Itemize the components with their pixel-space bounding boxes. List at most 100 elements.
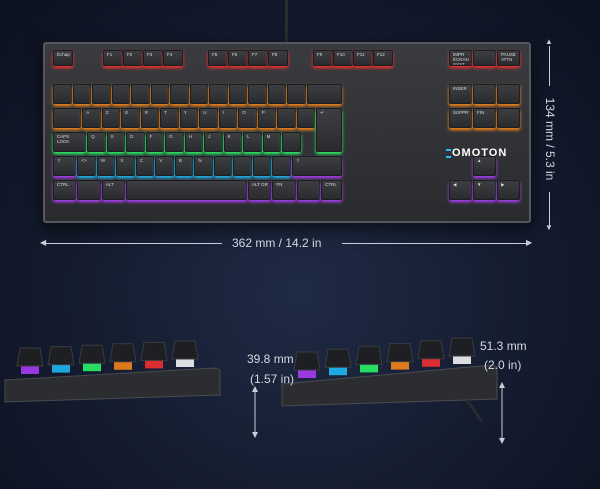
keyboard-key: V bbox=[155, 156, 174, 176]
keyboard-key: Y bbox=[179, 108, 199, 128]
key-fn: FN bbox=[272, 180, 296, 200]
key-arrow-left: ◀ bbox=[449, 180, 472, 200]
keyboard-key bbox=[282, 132, 301, 152]
key-menu bbox=[296, 180, 321, 200]
keyboard-key: N bbox=[194, 156, 213, 176]
arrow-up-icon: ▲ bbox=[545, 37, 553, 46]
key-enter: ↵ bbox=[316, 108, 342, 152]
switch-glow bbox=[176, 359, 194, 367]
keyboard-key: J bbox=[204, 132, 223, 152]
key-delete: SUPPR bbox=[449, 108, 472, 128]
keyboard-key bbox=[53, 84, 72, 104]
keyboard-key: P bbox=[257, 108, 277, 128]
key-esc: Échap bbox=[53, 50, 73, 66]
keyboard-key: L bbox=[243, 132, 262, 152]
key-arrow-right: ▶ bbox=[497, 180, 520, 200]
keyboard-key bbox=[170, 84, 189, 104]
keyboard-key: R bbox=[140, 108, 160, 128]
height-flat-mm: 39.8 mm bbox=[247, 352, 294, 366]
depth-dimension-line bbox=[549, 192, 550, 228]
keyboard-key: Z bbox=[101, 108, 121, 128]
key-insert: INSER bbox=[449, 84, 472, 104]
keyboard-key bbox=[92, 84, 111, 104]
key-end: FIN bbox=[473, 108, 496, 128]
keycap bbox=[16, 347, 44, 367]
keyboard-key bbox=[131, 84, 150, 104]
keyboard-key bbox=[228, 84, 247, 104]
key-print-screen: IMPR ÉCRAN SYST bbox=[449, 50, 472, 66]
keyboard-key: O bbox=[238, 108, 257, 128]
arrow-right-icon: ▶ bbox=[526, 238, 533, 247]
side-views bbox=[4, 337, 505, 444]
omoton-logo-mark bbox=[446, 149, 451, 158]
keyboard-key bbox=[111, 84, 130, 104]
width-dimension-line bbox=[342, 243, 528, 244]
keycap bbox=[355, 345, 383, 365]
keyboard-key: Q bbox=[87, 132, 106, 152]
switch-glow bbox=[298, 370, 316, 378]
keyboard-key: F bbox=[145, 132, 165, 152]
switch-glow bbox=[422, 358, 440, 367]
key-f6: F6 bbox=[228, 50, 248, 66]
key-ctrl-left: CTRL bbox=[53, 180, 77, 200]
keyboard-key: W bbox=[96, 156, 116, 176]
keyboard-key bbox=[189, 84, 208, 104]
key-f8: F8 bbox=[268, 50, 288, 66]
key-arrow-up: ▲ bbox=[473, 156, 496, 176]
keycap bbox=[386, 343, 414, 363]
key-alt: ALT bbox=[101, 180, 126, 200]
switch-glow bbox=[453, 356, 471, 364]
keycap bbox=[293, 351, 321, 371]
key-f10: F10 bbox=[333, 50, 353, 66]
key-scroll-lock bbox=[473, 50, 496, 66]
keyboard-key: X bbox=[116, 156, 135, 176]
keycap bbox=[171, 340, 199, 360]
switch-glow bbox=[360, 364, 378, 373]
key-shift-right: ⇧ bbox=[291, 156, 342, 176]
key-page-down bbox=[497, 108, 520, 128]
key-f9: F9 bbox=[313, 50, 333, 66]
keyboard-key: B bbox=[174, 156, 194, 176]
keyboard-key bbox=[72, 84, 91, 104]
depth-label: 134 mm / 5.3 in bbox=[543, 97, 557, 181]
arrow-left-icon: ◀ bbox=[40, 238, 47, 247]
keyboard-key bbox=[277, 108, 296, 128]
keyboard-key: U bbox=[199, 108, 218, 128]
key-tab bbox=[53, 108, 82, 128]
key-f4: F4 bbox=[163, 50, 183, 66]
switch-glow bbox=[21, 366, 39, 374]
keyboard-key bbox=[233, 156, 252, 176]
arrow-down-icon: ▼ bbox=[545, 223, 553, 232]
key-arrow-down: ▼ bbox=[473, 180, 496, 200]
keyboard-key bbox=[150, 84, 169, 104]
keyboard-case bbox=[4, 367, 221, 403]
keycap bbox=[109, 343, 137, 363]
key-pause: PAUSE ATTN bbox=[497, 50, 520, 66]
keyboard-key bbox=[267, 84, 286, 104]
keyboard-key: S bbox=[106, 132, 126, 152]
keyboard-key bbox=[272, 156, 291, 176]
keyboard-key: D bbox=[126, 132, 145, 152]
keyboard-cable bbox=[285, 0, 288, 44]
keyboard-stand-leg bbox=[465, 399, 484, 423]
keycap bbox=[47, 346, 75, 366]
keyboard-key bbox=[287, 84, 306, 104]
keyboard-key bbox=[209, 84, 228, 104]
width-dimension-line bbox=[44, 243, 222, 244]
keyboard-key bbox=[252, 156, 272, 176]
key-ctrl-right: CTRL bbox=[321, 180, 342, 200]
keyboard-side-view-raised bbox=[281, 337, 498, 423]
key-backspace bbox=[306, 84, 342, 104]
switch-glow bbox=[145, 360, 163, 369]
height-raised-mm: 51.3 mm bbox=[480, 339, 527, 353]
keycap bbox=[324, 348, 352, 368]
key-f11: F11 bbox=[353, 50, 373, 66]
keyboard-key: H bbox=[184, 132, 204, 152]
width-label: 362 mm / 14.2 in bbox=[232, 236, 322, 250]
keyboard-key bbox=[248, 84, 267, 104]
keycap bbox=[448, 337, 476, 357]
key-f5: F5 bbox=[208, 50, 228, 66]
keycap bbox=[417, 340, 445, 360]
keyboard-key: T bbox=[160, 108, 179, 128]
